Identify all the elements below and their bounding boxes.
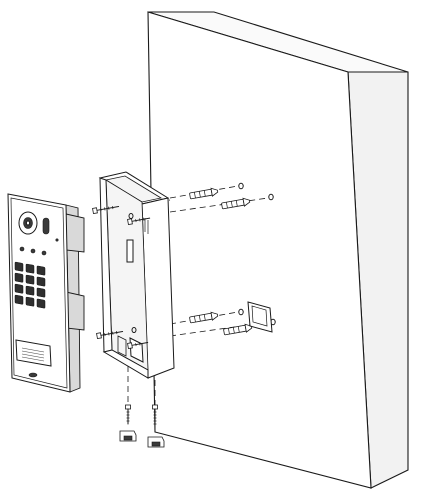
bottom-screw (125, 404, 131, 425)
bottom-clip (119, 430, 137, 442)
mounting-screw (92, 205, 120, 215)
bottom-fixings (119, 404, 165, 448)
bottom-screw (152, 404, 158, 431)
keypad-key (25, 296, 35, 307)
mounting-screws (92, 205, 151, 350)
door-station-panel (7, 193, 85, 393)
wall-front-face (147, 11, 372, 489)
keypad-key (14, 261, 24, 272)
indicator-led (30, 248, 36, 254)
cable-slot (126, 239, 134, 263)
mounting-screw (127, 217, 151, 226)
mounting-screw (127, 342, 149, 350)
wall-anchor (189, 187, 219, 200)
keypad-key (14, 294, 24, 305)
keypad-key (36, 287, 46, 298)
keypad-key (14, 272, 24, 283)
wall (147, 11, 409, 489)
speaker-grille (15, 339, 52, 367)
keypad-key (36, 276, 46, 287)
keypad-key (36, 265, 46, 276)
cable-entry-plate (247, 301, 273, 333)
rear-lug (65, 213, 85, 253)
keypad (14, 261, 46, 309)
light-sensor (42, 217, 50, 235)
keypad-key (25, 263, 35, 274)
surface-mount-box (98, 171, 175, 379)
keypad-key (25, 285, 35, 296)
indicator-led (41, 250, 47, 256)
indicator-leds (19, 246, 47, 256)
microphone-dot (55, 238, 59, 242)
wall-anchor (189, 311, 219, 324)
brand-logo (28, 372, 38, 378)
keypad-key (25, 274, 35, 285)
mounting-screw (96, 330, 124, 340)
wall-anchor (221, 197, 251, 210)
bottom-clip (147, 436, 165, 448)
indicator-led (19, 246, 25, 252)
keypad-key (36, 298, 46, 309)
keypad-key (14, 283, 24, 294)
